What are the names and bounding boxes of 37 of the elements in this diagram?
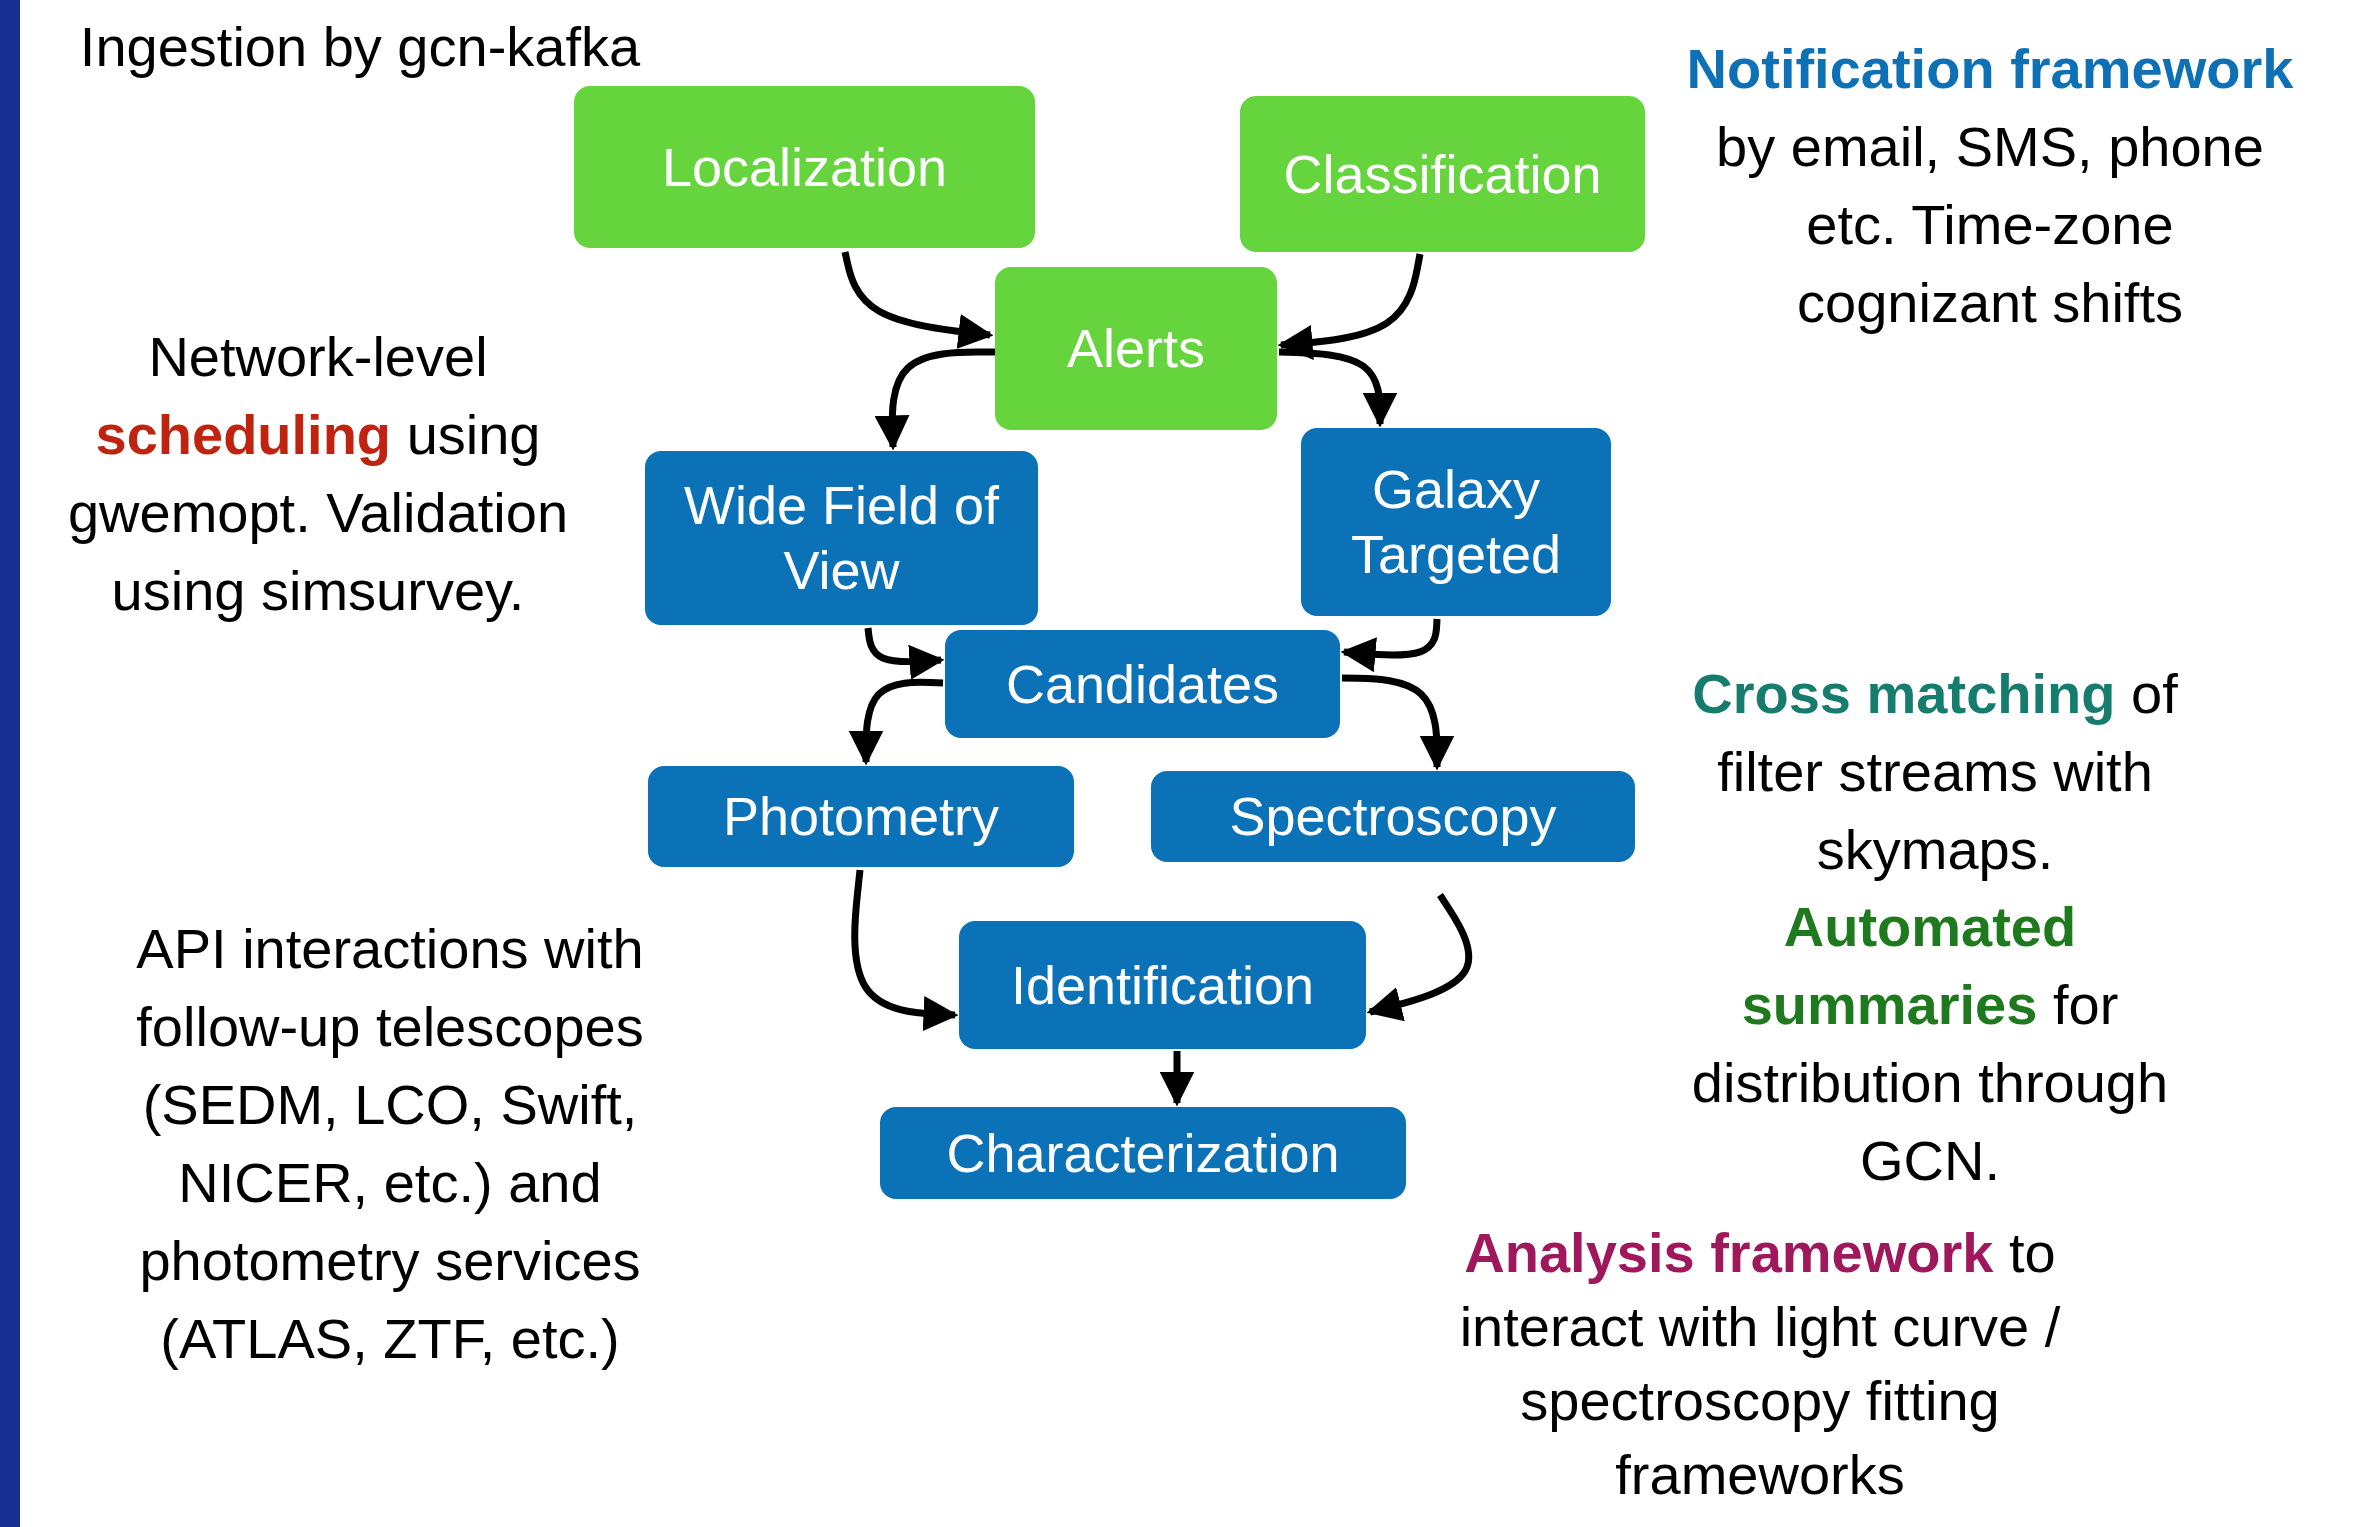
node-label: Localization	[661, 135, 948, 199]
node-label: Candidates	[1005, 652, 1280, 716]
stage-box	[574, 86, 1035, 248]
node-label: Classification	[1283, 142, 1602, 206]
node-label: Alerts	[1066, 317, 1205, 381]
node-label: Spectroscopy	[1229, 785, 1557, 849]
node-label: Galaxy Targeted	[1349, 458, 1563, 586]
side-bar	[0, 0, 20, 1527]
arrow	[1278, 348, 1398, 428]
arrow	[1277, 253, 1424, 360]
node-label: Identification	[1010, 953, 1315, 1017]
arrow	[1366, 893, 1473, 1022]
arrow	[874, 348, 995, 451]
process-box	[1151, 771, 1635, 862]
node-label: Wide Field of View	[682, 474, 1001, 602]
arrow	[851, 869, 959, 1032]
annotation-text: Analysis framework to interact with light curve / spectroscopy fitting frameworks	[1458, 1220, 2062, 1508]
process-box	[945, 630, 1340, 738]
process-box	[1301, 428, 1611, 616]
process-box	[959, 921, 1366, 1049]
annotation-text: Network-level scheduling using gwemopt. Validation using simsurvey.	[66, 324, 570, 624]
process-box	[880, 1107, 1406, 1199]
annotation-text: Notification framework by email, SMS, phone etc. Time-zone cognizant shifts	[1685, 36, 2295, 336]
arrow	[1159, 1051, 1195, 1107]
annotation-text: API interactions with follow-up telescopes (SEDM, LCO, Swift, NICER, etc.) and photometry services (ATLAS, ZTF, etc.)	[135, 916, 645, 1372]
stage-box	[1240, 96, 1645, 252]
annotation-text: Ingestion by gcn-kafka	[78, 14, 642, 80]
stage-box	[995, 267, 1277, 430]
annotation-text: Automated summaries for distribution through GCN.	[1690, 894, 2170, 1194]
arrow	[841, 251, 994, 349]
arrow	[848, 678, 944, 766]
arrow	[1341, 674, 1455, 771]
node-label: Photometry	[722, 785, 1000, 849]
process-box	[648, 766, 1074, 867]
annotation-text: Cross matching of filter streams with skymaps.	[1691, 661, 2179, 883]
node-label: Characterization	[946, 1121, 1340, 1185]
process-box	[645, 451, 1038, 625]
